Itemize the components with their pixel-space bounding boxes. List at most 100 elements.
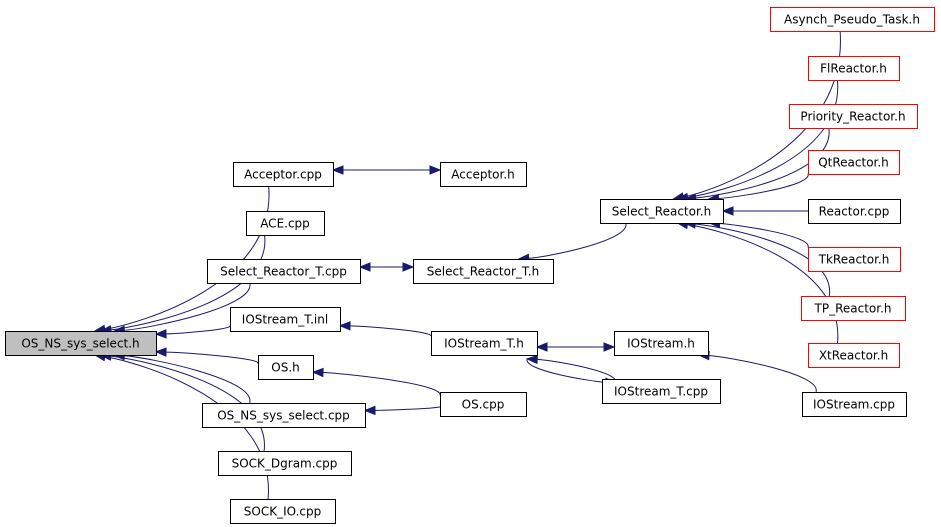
edge-iostream-h-to-iostream-t-h	[535, 342, 615, 352]
node-sock-io-cpp[interactable]: SOCK_IO.cpp	[230, 499, 336, 524]
edge-line	[687, 223, 839, 344]
edge-line	[110, 234, 266, 331]
node-box	[5, 331, 157, 356]
node-acceptor-h[interactable]: Acceptor.h	[440, 162, 527, 187]
node-box	[808, 343, 900, 368]
node-box	[770, 7, 935, 32]
edge-iostream-t-h-to-iostream-t-inl	[338, 321, 432, 338]
node-os-ns-sys-select-h[interactable]: OS_NS_sys_select.h	[5, 331, 157, 356]
node-box	[258, 355, 314, 380]
node-box	[808, 56, 900, 81]
node-label: FlReactor.h	[820, 62, 887, 76]
edge-select-reactor-t-h-to-select-reactor-t-cpp	[358, 262, 414, 272]
node-qtreactor-h[interactable]: QtReactor.h	[808, 150, 900, 175]
edge-os-ns-sys-select-cpp-to-os-ns-sys-select-h	[112, 351, 251, 404]
edge-line	[110, 355, 265, 452]
edge-line	[165, 351, 259, 365]
node-box	[440, 162, 527, 187]
edge-arrowhead	[721, 206, 734, 216]
node-os-h[interactable]: OS.h	[258, 355, 314, 380]
edge-arrowhead	[154, 347, 167, 357]
edge-acceptor-h-to-acceptor-cpp	[331, 165, 441, 175]
node-label: OS_NS_sys_select.cpp	[217, 409, 350, 423]
node-box	[808, 199, 901, 224]
edge-line	[695, 223, 830, 297]
node-sock-dgram-cpp[interactable]: SOCK_Dgram.cpp	[218, 451, 352, 476]
node-box	[230, 499, 336, 524]
node-os-cpp[interactable]: OS.cpp	[440, 392, 527, 417]
edge-reactor-cpp-to-select-reactor-h	[721, 206, 809, 216]
node-label: Select_Reactor.h	[612, 205, 711, 219]
node-select-reactor-h[interactable]: Select_Reactor.h	[600, 199, 724, 224]
node-acceptor-cpp[interactable]: Acceptor.cpp	[233, 162, 334, 187]
edge-line	[165, 324, 231, 335]
edge-arrowhead	[535, 342, 548, 352]
edge-iostream-t-inl-to-os-ns-sys-select-h	[154, 324, 231, 339]
node-label: IOStream_T.h	[444, 337, 524, 351]
node-box	[233, 162, 334, 187]
node-priority-reactor-h[interactable]: Priority_Reactor.h	[789, 104, 918, 129]
node-reactor-cpp[interactable]: Reactor.cpp	[808, 199, 901, 224]
node-xtreactor-h[interactable]: XtReactor.h	[808, 343, 900, 368]
node-ace-cpp[interactable]: ACE.cpp	[246, 211, 325, 236]
edge-flreactor-h-to-select-reactor-h	[676, 79, 838, 203]
edge-line	[695, 127, 830, 199]
node-box	[614, 331, 709, 356]
nodes-layer: OS_NS_sys_select.hAcceptor.cppACE.cppSel…	[5, 7, 935, 524]
node-box	[802, 392, 907, 417]
node-select-reactor-t-h[interactable]: Select_Reactor_T.h	[413, 259, 554, 284]
node-box	[808, 247, 901, 272]
node-tkreactor-h[interactable]: TkReactor.h	[808, 247, 901, 272]
node-label: IOStream_T.inl	[242, 313, 328, 327]
node-label: Reactor.cpp	[819, 205, 890, 219]
node-box	[808, 150, 900, 175]
node-box	[602, 379, 721, 404]
node-box	[230, 307, 341, 332]
node-tp-reactor-h[interactable]: TP_Reactor.h	[801, 296, 906, 321]
node-asynch-pseudo-task-h[interactable]: Asynch_Pseudo_Task.h	[770, 7, 935, 32]
node-label: IOStream.cpp	[813, 398, 895, 412]
node-label: Acceptor.cpp	[244, 168, 322, 182]
node-label: OS_NS_sys_select.h	[21, 337, 139, 351]
node-label: Select_Reactor_T.cpp	[220, 265, 347, 279]
node-box	[207, 259, 361, 284]
node-os-ns-sys-select-cpp[interactable]: OS_NS_sys_select.cpp	[202, 403, 366, 428]
node-box	[202, 403, 366, 428]
node-select-reactor-t-cpp[interactable]: Select_Reactor_T.cpp	[207, 259, 361, 284]
node-label: OS.h	[271, 361, 299, 375]
edge-priority-reactor-h-to-select-reactor-h	[684, 127, 830, 203]
node-iostream-cpp[interactable]: IOStream.cpp	[802, 392, 907, 417]
edge-tp-reactor-h-to-select-reactor-h	[683, 219, 830, 297]
node-box	[789, 104, 918, 129]
edge-line	[526, 358, 606, 383]
edge-line	[349, 325, 432, 338]
edge-arrowhead	[363, 405, 376, 416]
edge-line	[708, 355, 817, 393]
node-iostream-h[interactable]: IOStream.h	[614, 331, 709, 356]
node-label: Select_Reactor_T.h	[427, 265, 539, 279]
edge-line	[687, 79, 838, 199]
node-box	[431, 331, 538, 356]
node-box	[801, 296, 906, 321]
node-label: OS.cpp	[462, 398, 505, 412]
node-iostream-t-h[interactable]: IOStream_T.h	[431, 331, 538, 356]
edge-select-reactor-h-to-select-reactor-t-h	[517, 222, 627, 264]
node-label: XtReactor.h	[819, 349, 888, 363]
edge-line	[719, 222, 809, 248]
node-flreactor-h[interactable]: FlReactor.h	[808, 56, 900, 81]
node-label: TkReactor.h	[818, 253, 890, 267]
node-box	[600, 199, 724, 224]
node-label: Priority_Reactor.h	[800, 110, 905, 124]
edge-line	[528, 222, 627, 259]
node-label: IOStream.h	[627, 337, 695, 351]
node-iostream-t-inl[interactable]: IOStream_T.inl	[230, 307, 341, 332]
node-box	[218, 451, 352, 476]
edge-arrowhead	[525, 354, 538, 365]
edge-line	[374, 405, 441, 411]
edge-arrowhead	[311, 367, 324, 378]
edge-xtreactor-h-to-select-reactor-h	[676, 219, 839, 344]
node-iostream-t-cpp[interactable]: IOStream_T.cpp	[602, 379, 721, 404]
edge-arrowhead	[338, 321, 351, 331]
node-label: QtReactor.h	[818, 156, 889, 170]
node-box	[246, 211, 325, 236]
